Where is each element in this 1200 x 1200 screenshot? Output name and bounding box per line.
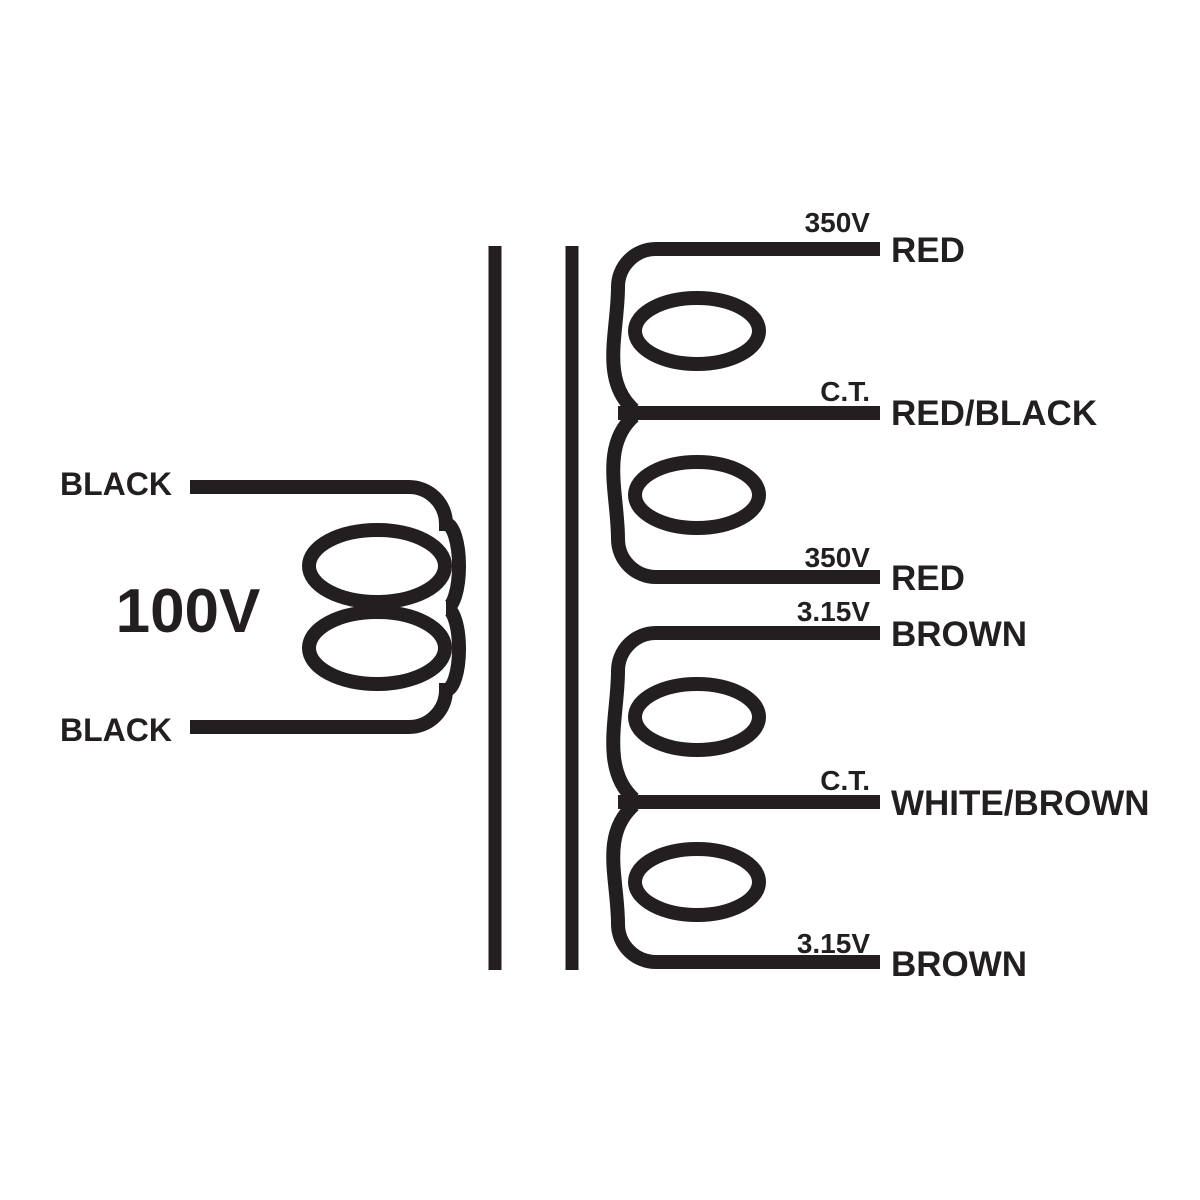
labels: BLACK 100V BLACK 350V RED C.T. RED/BLACK…: [60, 207, 1150, 984]
lv-center-tap-value: C.T.: [820, 765, 870, 796]
primary-voltage-label: 100V: [116, 577, 261, 646]
lv-secondary-winding: [606, 626, 880, 969]
primary-winding: [190, 480, 466, 734]
lv-loop-2: [628, 842, 766, 922]
lv-bottom-tap-value: 3.15V: [797, 928, 870, 959]
primary-top-lead-label: BLACK: [60, 466, 172, 502]
lv-center-lead-label: WHITE/BROWN: [891, 784, 1150, 823]
hv-top-tap-value: 350V: [805, 207, 871, 238]
lv-bottom-lead-label: BROWN: [891, 945, 1027, 984]
hv-top-lead-label: RED: [891, 231, 965, 270]
hv-center-tap-value: C.T.: [820, 376, 870, 407]
hv-loop-1: [628, 291, 766, 371]
lv-top-lead-label: BROWN: [891, 615, 1027, 654]
hv-bottom-tap-value: 350V: [805, 542, 871, 573]
hv-secondary-winding: [606, 242, 880, 584]
primary-loop-2: [302, 605, 452, 691]
lv-lower-wire: [606, 799, 880, 969]
hv-bottom-lead-label: RED: [891, 559, 965, 598]
lv-top-tap-value: 3.15V: [797, 596, 870, 627]
lv-loop-1: [628, 677, 766, 757]
transformer-core: [488, 246, 579, 970]
lv-upper-wire: [606, 626, 880, 805]
primary-loop-1: [302, 523, 452, 609]
primary-wire: [190, 480, 466, 734]
primary-bottom-lead-label: BLACK: [60, 712, 172, 748]
hv-lower-wire: [606, 410, 880, 584]
hv-center-lead-label: RED/BLACK: [891, 394, 1097, 433]
hv-loop-2: [628, 455, 766, 535]
hv-upper-wire: [606, 242, 880, 416]
